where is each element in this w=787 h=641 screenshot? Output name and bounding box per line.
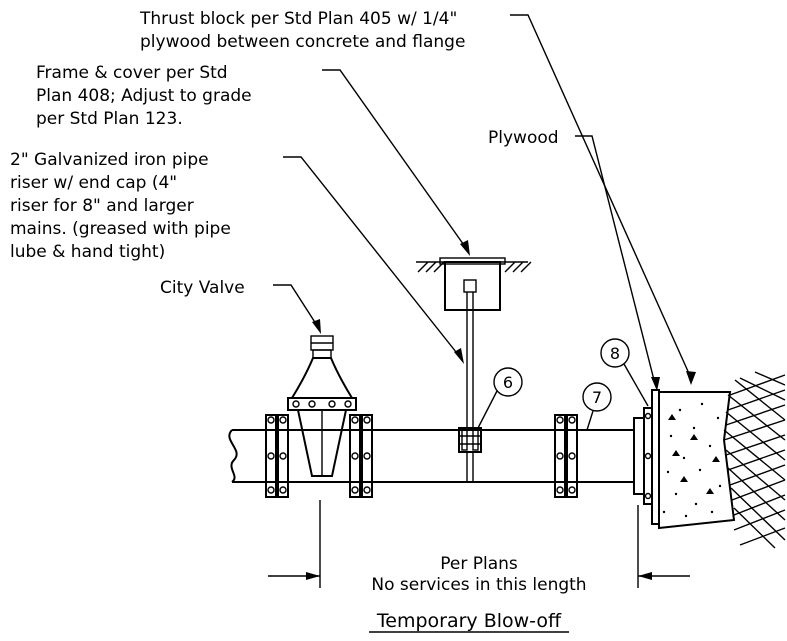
item-tag-7-number: 7 <box>592 388 602 407</box>
thrust-block <box>658 391 736 530</box>
thrust-block-text-line1: Thrust block per Std Plan 405 w/ 1/4" <box>139 9 457 29</box>
flange-left <box>265 414 289 498</box>
dimension: Per Plans No services in this length <box>268 500 690 595</box>
frame-cover-arrowhead <box>460 240 470 256</box>
soil-hatch-right <box>504 261 532 273</box>
item-tag-8-number: 8 <box>610 344 620 363</box>
thrust-block-leader <box>510 14 692 379</box>
plywood-callout: Plywood <box>488 128 660 391</box>
riser-text-line3: riser for 8" and larger <box>10 196 194 216</box>
riser-callout: 2" Galvanized iron pipe riser w/ end cap… <box>10 150 464 364</box>
frame-cover-leader <box>322 69 467 249</box>
flange-right <box>554 414 578 498</box>
concrete-stipple <box>662 402 722 518</box>
plywood-arrowhead <box>651 377 660 391</box>
item-tag-6-number: 6 <box>503 373 513 392</box>
city-valve <box>287 335 373 498</box>
riser-text-line1: 2" Galvanized iron pipe <box>10 150 209 170</box>
riser-text-line2: riser w/ end cap (4" <box>10 173 177 193</box>
dim-arrow-left <box>306 572 320 580</box>
riser-arrowhead <box>454 348 464 364</box>
service-saddle <box>458 427 482 482</box>
valve-bonnet-flange <box>287 397 357 411</box>
frame-cover-callout: Frame & cover per Std Plan 408; Adjust t… <box>36 63 470 256</box>
plywood-sheet <box>651 389 660 525</box>
valve-flange-right <box>349 414 361 498</box>
riser-leader <box>283 156 461 358</box>
pipe-break-line <box>228 429 238 483</box>
valve-stem-collar <box>312 349 332 359</box>
item-tag-7: 7 <box>582 382 612 431</box>
riser-end-cap <box>463 279 477 293</box>
plywood-leader <box>575 135 656 385</box>
plywood-text: Plywood <box>488 128 559 148</box>
city-valve-arrowhead <box>312 319 321 334</box>
detail-title: Temporary Blow-off <box>369 610 569 633</box>
dim-text-line1: Per Plans <box>440 554 518 574</box>
dim-arrow-right <box>638 572 652 580</box>
thrust-block-arrowhead <box>686 371 696 385</box>
thrust-block-callout: Thrust block per Std Plan 405 w/ 1/4" pl… <box>139 9 696 385</box>
frame-cover-text-line1: Frame & cover per Std <box>36 63 228 83</box>
city-valve-leader <box>273 284 319 328</box>
item-tag-6: 6 <box>477 367 523 429</box>
city-valve-text: City Valve <box>160 278 245 298</box>
city-valve-callout: City Valve <box>160 278 321 334</box>
frame-and-cover <box>416 257 532 428</box>
item-tag-8: 8 <box>600 338 649 407</box>
dim-text-line2: No services in this length <box>371 575 586 595</box>
title-text: Temporary Blow-off <box>376 610 562 632</box>
valve-box-cover <box>439 257 506 265</box>
frame-cover-text-line3: per Std Plan 123. <box>36 109 183 129</box>
thrust-block-text-line2: plywood between concrete and flange <box>140 32 465 52</box>
valve-bonnet <box>290 357 354 399</box>
frame-cover-text-line2: Plan 408; Adjust to grade <box>36 86 252 106</box>
blind-flange <box>633 389 660 525</box>
riser-text-line5: lube & hand tight) <box>10 242 165 262</box>
undisturbed-soil-hatch <box>723 371 786 549</box>
thrust-block-outline <box>658 391 736 530</box>
riser-text-line4: mains. (greased with pipe <box>10 219 231 239</box>
main-pipe <box>228 429 635 483</box>
